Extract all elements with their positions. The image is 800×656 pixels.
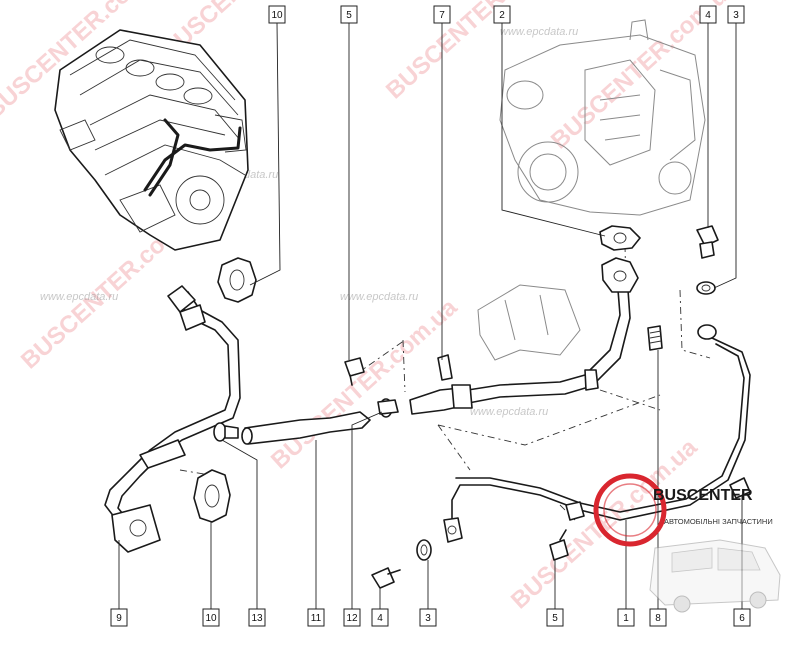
turbo-gasket: [599, 225, 641, 251]
engine-overview: [54, 29, 249, 251]
svg-text:9: 9: [116, 613, 122, 624]
callout-5: 5: [546, 608, 564, 627]
svg-text:4: 4: [705, 10, 711, 21]
callout-6: 6: [733, 608, 751, 627]
callout-3: 3: [727, 5, 745, 24]
logo-ring-inner: [603, 483, 657, 537]
svg-text:3: 3: [733, 10, 739, 21]
logo-name: BUSCENTER: [653, 487, 753, 504]
callout-3: 3: [419, 608, 437, 627]
union-fitting: [729, 477, 751, 499]
callout-9: 9: [110, 608, 128, 627]
callout-12: 12: [343, 608, 361, 627]
callout-set-top: 10 5 7 2 4 3: [268, 5, 745, 24]
callout-5: 5: [340, 5, 358, 24]
callout-10: 10: [202, 608, 220, 627]
rubber-hose: [241, 411, 371, 445]
left-oil-pipe: [104, 285, 241, 553]
washer-bottom: [416, 539, 432, 561]
callout-1: 1: [617, 608, 635, 627]
svg-text:1: 1: [623, 613, 629, 624]
stud: [647, 325, 663, 351]
svg-text:5: 5: [346, 10, 352, 21]
bracket-ghost: [477, 284, 581, 361]
minibus-icon: [649, 539, 781, 613]
banjo-bolt-top: [696, 225, 719, 259]
watermark-epc: www.epcdata.ru: [500, 26, 578, 38]
watermark-brand: BUSCENTER.com.ua: [381, 0, 578, 104]
svg-text:11: 11: [311, 613, 322, 624]
svg-text:4: 4: [377, 613, 383, 624]
svg-text:2: 2: [499, 10, 505, 21]
svg-text:10: 10: [271, 10, 283, 21]
callout-8: 8: [649, 608, 667, 627]
svg-text:7: 7: [439, 10, 445, 21]
svg-text:13: 13: [251, 613, 263, 624]
leader-lines: [118, 22, 743, 609]
callout-13: 13: [248, 608, 266, 627]
callout-4: 4: [371, 608, 389, 627]
turbocharger: [499, 19, 706, 216]
svg-text:8: 8: [655, 613, 661, 624]
watermark-epc: www.epcdata.ru: [340, 291, 418, 303]
right-oil-pipe: [409, 257, 639, 415]
watermark-brand: BUSCENTER.com.ua: [266, 293, 463, 474]
logo-ring: [593, 473, 667, 547]
washer-top: [696, 281, 716, 295]
callout-2: 2: [493, 5, 511, 24]
callout-10: 10: [268, 5, 286, 24]
svg-text:6: 6: [739, 613, 745, 624]
svg-text:5: 5: [552, 613, 558, 624]
buscenter-logo: BUSCENTER АВТОМОБІЛЬНІ ЗАПЧАСТИНИ: [593, 473, 781, 613]
svg-text:10: 10: [205, 613, 217, 624]
bolt-top: [344, 357, 365, 386]
logo-tagline: АВТОМОБІЛЬНІ ЗАПЧАСТИНИ: [664, 517, 773, 526]
svg-text:12: 12: [346, 613, 358, 624]
hose-clamp-right: [377, 398, 399, 418]
oil-feed-line: [443, 324, 751, 543]
callout-4: 4: [699, 5, 717, 24]
banjo-bolt-bottom: [371, 567, 401, 589]
hose-clamp-left: [213, 422, 239, 442]
watermark-epc: www.epcdata.ru: [470, 406, 548, 418]
bolt-bottom: [549, 529, 569, 561]
callout-set-bottom: 9 10 13 11 12 4 3 5 1 8 6: [110, 608, 751, 627]
watermark-epc: www.epcdata.ru: [40, 291, 118, 303]
callout-11: 11: [307, 608, 325, 627]
gasket-bottom: [193, 469, 231, 523]
gasket-top: [217, 257, 257, 303]
callout-7: 7: [433, 5, 451, 24]
svg-text:3: 3: [425, 613, 431, 624]
